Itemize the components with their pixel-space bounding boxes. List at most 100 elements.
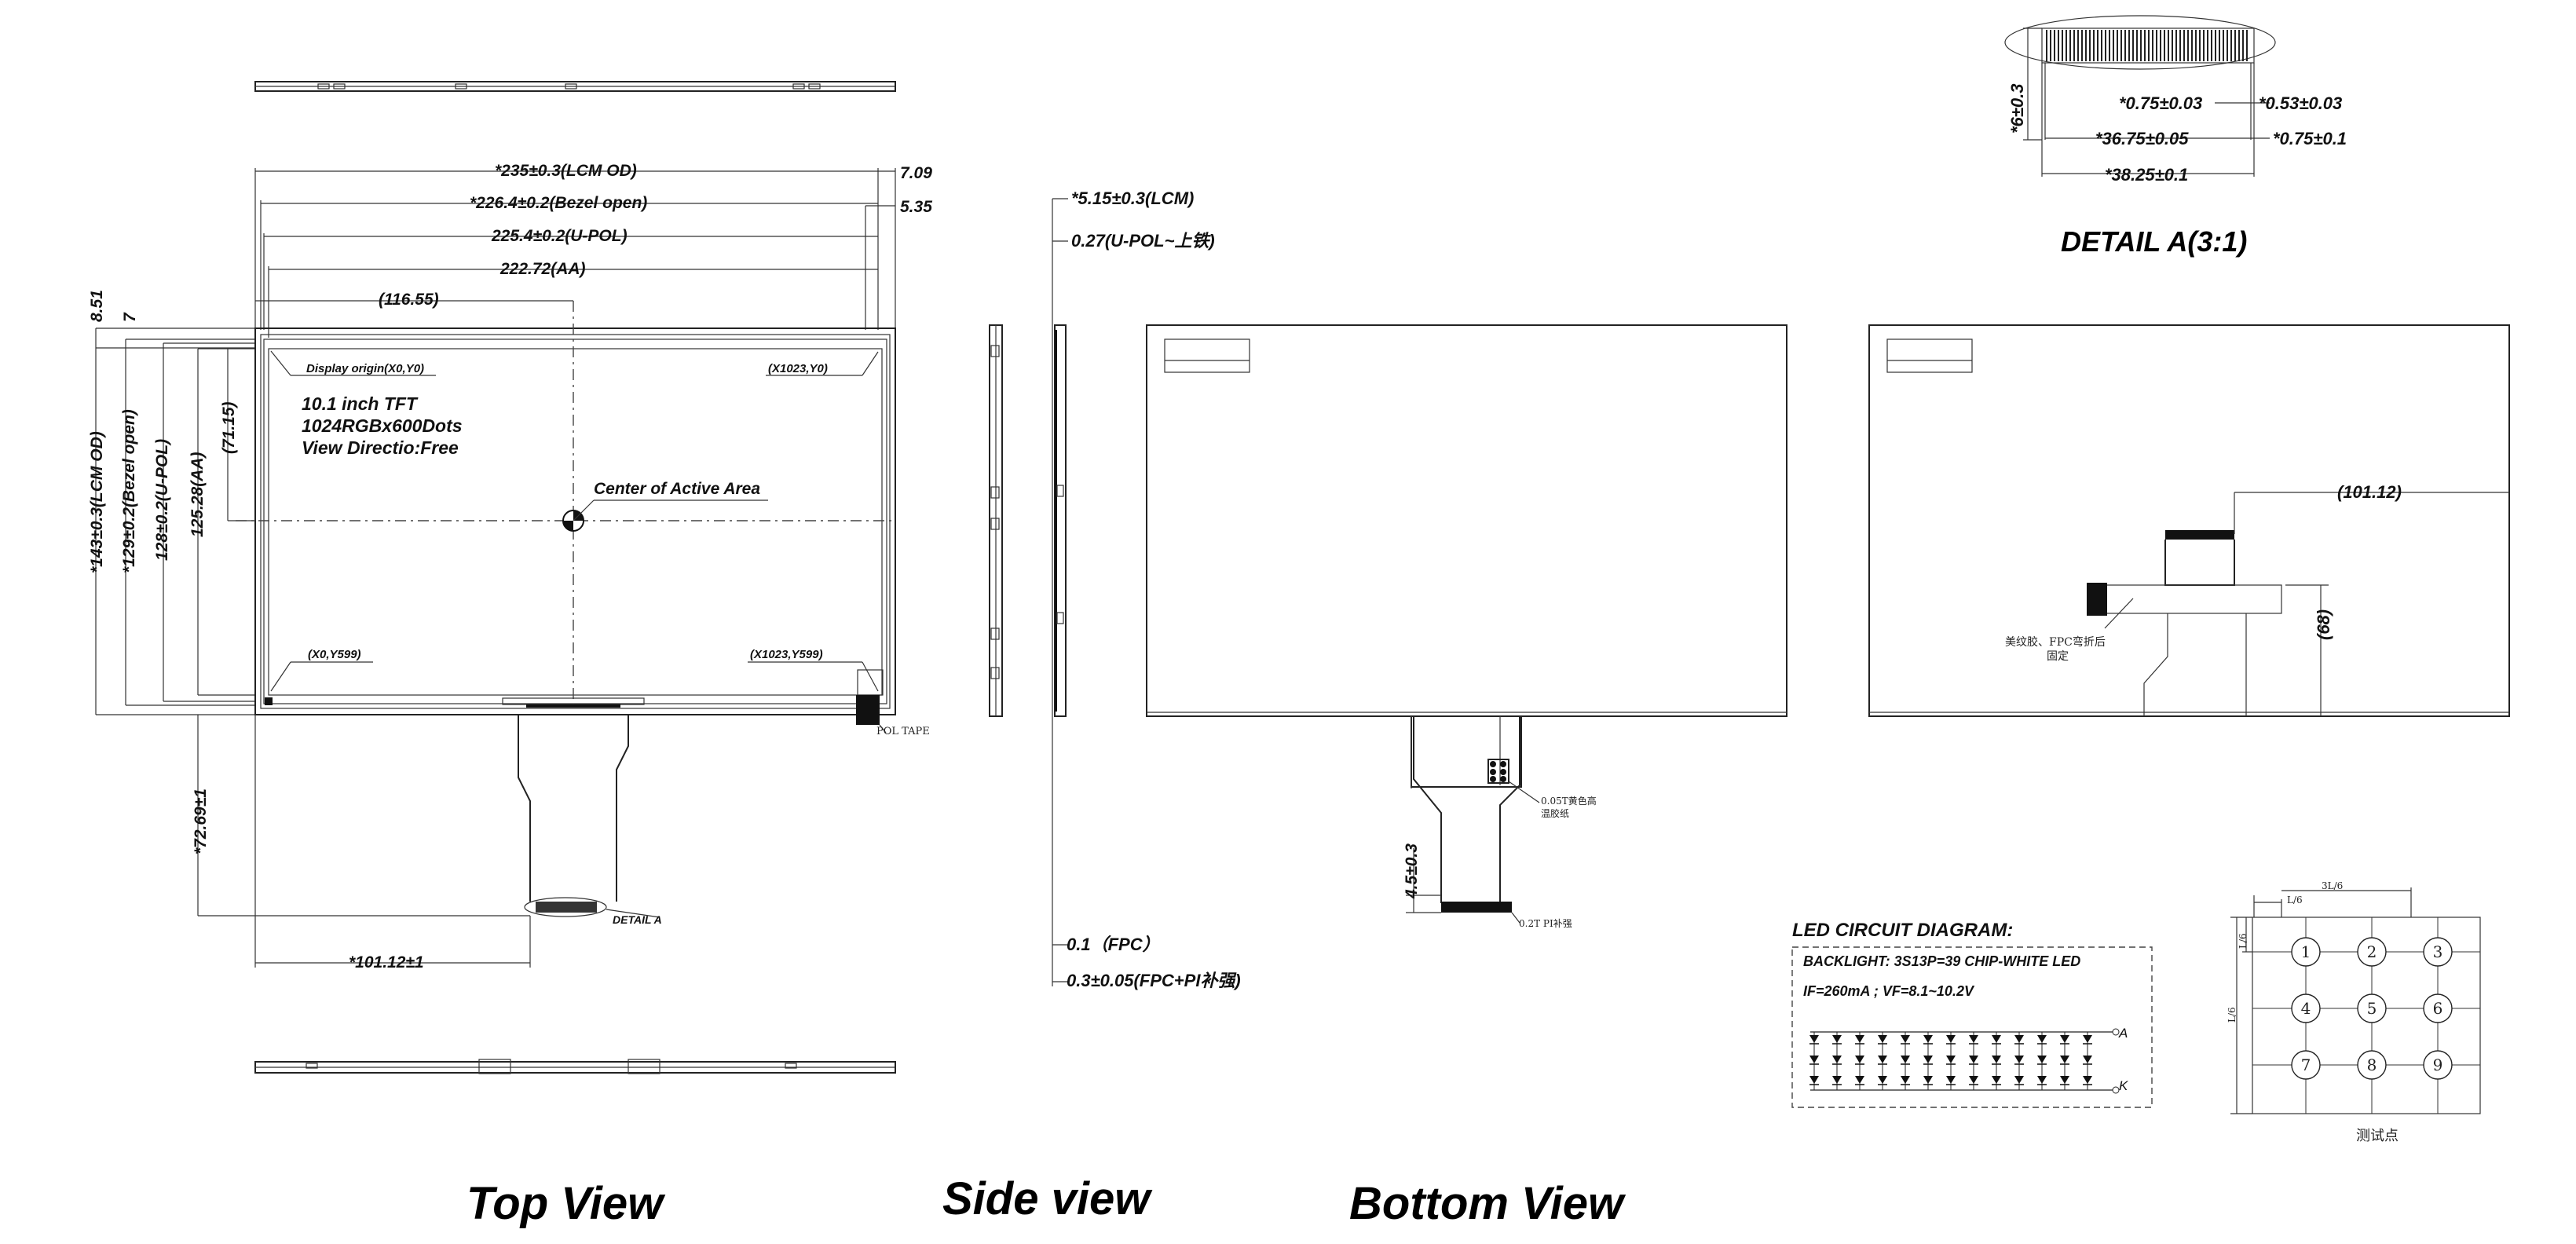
origin-label: Display origin(X0,Y0): [306, 362, 424, 375]
led-diode: [2037, 1076, 2047, 1084]
top-view: *235±0.3(LCM OD) *226.4±0.2(Bezel open) …: [88, 81, 932, 1074]
bottom-view-title: Bottom View: [1349, 1178, 1626, 1229]
led-diode: [1809, 1035, 1819, 1043]
bottom-view-folded: [1868, 324, 2510, 717]
led-diode: [1946, 1035, 1956, 1043]
test-point-number: 9: [2433, 1056, 2443, 1074]
test-point-number: 4: [2301, 999, 2311, 1018]
top-right-pixel-label: (X1023,Y0): [768, 362, 828, 375]
anode-terminal: [2112, 1028, 2120, 1036]
tape-note-line1: 0.05T黄色高: [1541, 795, 1597, 807]
led-backlight-spec: BACKLIGHT: 3S13P=39 CHIP-WHITE LED: [1803, 953, 2080, 969]
test-point: [2357, 937, 2387, 967]
adhesive-tape-marker: [1487, 759, 1509, 784]
led-diode: [1809, 1056, 1819, 1063]
test-point-number: 7: [2301, 1056, 2311, 1074]
led-diode: [2083, 1076, 2092, 1084]
led-diode: [1855, 1035, 1864, 1043]
dim-bezel-height: *129±0.2(Bezel open): [120, 409, 138, 573]
detail-a-callout: DETAIL A: [613, 913, 662, 926]
led-diode: [1832, 1076, 1842, 1084]
anode-label: A: [2118, 1026, 2128, 1041]
led-diode: [1901, 1035, 1910, 1043]
detail-dim-total: *38.25±0.1: [2105, 165, 2188, 185]
led-diode: [1923, 1076, 1933, 1084]
dim-aa-width: 222.72(AA): [499, 260, 586, 278]
detail-a: [2004, 15, 2276, 177]
dim-lcm-od-width: *235±0.3(LCM OD): [495, 162, 637, 180]
cathode-terminal: [2112, 1086, 2120, 1094]
test-point: [2291, 1050, 2321, 1080]
dim-8-51: 8.51: [88, 290, 106, 322]
side-dim-fpc-pi: 0.3±0.05(FPC+PI补强): [1067, 971, 1241, 990]
fold-note-line1: 美纹胶、FPC弯折后: [2005, 635, 2106, 649]
led-diode: [1809, 1076, 1819, 1084]
top-view-fpc: [502, 695, 887, 918]
side-dim-upol: 0.27(U-POL~上铁): [1071, 231, 1215, 251]
top-view-title: Top View: [467, 1178, 666, 1229]
side-profile-right: [1052, 198, 1068, 986]
detail-a-title: DETAIL A(3:1): [2061, 225, 2247, 258]
fold-note-line2: 固定: [2047, 650, 2069, 663]
center-of-active-area-label: Center of Active Area: [594, 480, 760, 498]
led-diode: [1855, 1056, 1864, 1063]
led-diode: [2060, 1076, 2069, 1084]
spec-view-direction: View Directio:Free: [302, 437, 459, 458]
test-point: [2423, 1050, 2453, 1080]
dim-stiffener-height: 4.5±0.3: [1403, 843, 1421, 899]
led-circuit: LED CIRCUIT DIAGRAM: BACKLIGHT: 3S13P=39…: [1791, 920, 2153, 1108]
dim-lcm-od-height: *143±0.3(LCM OD): [88, 431, 106, 573]
led-diode: [1946, 1076, 1956, 1084]
dim-bezel-width: *226.4±0.2(Bezel open): [470, 194, 647, 212]
pi-stiffener-note: 0.2T PI补强: [1519, 918, 1572, 929]
led-diode: [1878, 1035, 1887, 1043]
led-diode: [2037, 1056, 2047, 1063]
dim-upol-height: 128±0.2(U-POL): [153, 439, 171, 561]
test-point-number: 6: [2433, 999, 2443, 1018]
led-diode: [1969, 1076, 1978, 1084]
led-electrical-spec: IF=260mA ; VF=8.1~10.2V: [1803, 983, 1975, 999]
led-array: [1809, 1028, 2120, 1094]
dim-center-y: (71.15): [220, 401, 238, 454]
led-title: LED CIRCUIT DIAGRAM:: [1792, 920, 2013, 941]
test-point: [2423, 937, 2453, 967]
side-profile-left: [989, 324, 1003, 717]
detail-dim-pitch: *0.75±0.03: [2119, 93, 2202, 113]
led-diode: [1901, 1076, 1910, 1084]
side-view-title: Side view: [942, 1173, 1153, 1224]
detail-dim-span: *36.75±0.05: [2095, 129, 2189, 148]
test-point: [2291, 993, 2321, 1023]
dim-upol-width: 225.4±0.2(U-POL): [491, 227, 628, 245]
dim-fpc-length: *72.69±1: [192, 788, 210, 854]
dim-folded-offset: (101.12): [2337, 482, 2402, 502]
pol-tape-label: POL TAPE: [876, 726, 930, 737]
led-diode: [1832, 1035, 1842, 1043]
led-diode: [1992, 1056, 2001, 1063]
top-view-horizontal-dims: [254, 168, 896, 338]
dim-center-x: (116.55): [379, 291, 439, 309]
test-point-number: 8: [2367, 1056, 2377, 1074]
test-point-number: 3: [2433, 942, 2443, 961]
led-diode: [2014, 1056, 2024, 1063]
dim-aa-height: 125.28(AA): [188, 452, 207, 537]
led-diode: [1992, 1076, 2001, 1084]
dim-7-09: 7.09: [900, 164, 932, 182]
led-diode: [1923, 1035, 1933, 1043]
side-dim-lcm: *5.15±0.3(LCM): [1071, 188, 1194, 208]
led-diode: [1878, 1056, 1887, 1063]
tape-note-line2: 温胶纸: [1541, 807, 1569, 819]
led-diode: [2060, 1035, 2069, 1043]
detail-a-pins: [2046, 30, 2248, 61]
side-dim-fpc: 0.1（FPC）: [1067, 935, 1160, 954]
test-point-number: 2: [2367, 942, 2377, 961]
bottom-right-pixel-label: (X1023,Y599): [750, 648, 823, 661]
detail-dim-pin-width: *0.53±0.03: [2259, 93, 2342, 113]
tp-dim-b: L/6: [2287, 895, 2303, 906]
side-view: *5.15±0.3(LCM) 0.27(U-POL~上铁) 0.1（FPC） 0…: [989, 188, 1241, 990]
led-diode: [2083, 1035, 2092, 1043]
led-diode: [1969, 1056, 1978, 1063]
test-point-number: 1: [2301, 942, 2311, 961]
